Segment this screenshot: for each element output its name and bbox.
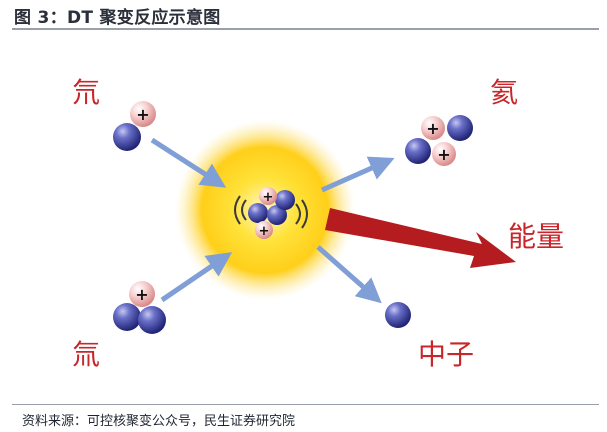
proton-sign: + bbox=[263, 190, 274, 205]
label-helium: 氦 bbox=[490, 76, 518, 109]
bottom-rule bbox=[12, 404, 599, 405]
proton-sign: + bbox=[135, 285, 148, 304]
arrow-tritium-in bbox=[160, 252, 233, 303]
label-neutron: 中子 bbox=[418, 338, 474, 371]
neutron bbox=[138, 306, 166, 334]
neutron bbox=[113, 303, 141, 331]
proton bbox=[129, 281, 155, 307]
arrow-helium-out bbox=[320, 156, 395, 193]
arrow-deuterium-in bbox=[150, 137, 227, 188]
figure-title: 图 3：DT 聚变反应示意图 bbox=[14, 8, 221, 28]
proton bbox=[130, 101, 156, 127]
proton bbox=[432, 142, 456, 166]
proton bbox=[255, 221, 273, 239]
proton-sign: + bbox=[259, 224, 270, 239]
fusing-nucleus: + + bbox=[234, 187, 308, 239]
label-tritium: 氚 bbox=[72, 338, 100, 371]
proton-sign: + bbox=[136, 105, 149, 124]
energy-arrow bbox=[325, 208, 516, 268]
neutron bbox=[447, 115, 473, 141]
neutron bbox=[248, 203, 268, 223]
neutron bbox=[113, 123, 141, 151]
proton bbox=[259, 187, 277, 205]
neutron bbox=[267, 205, 287, 225]
vibration-lines bbox=[234, 195, 308, 229]
source-note: 资料来源：可控核聚变公众号，民生证券研究院 bbox=[22, 414, 296, 429]
helium-nucleus: + + bbox=[405, 115, 473, 166]
proton-sign: + bbox=[437, 145, 450, 164]
proton bbox=[421, 116, 445, 140]
neutron bbox=[405, 138, 431, 164]
top-rule bbox=[12, 28, 599, 30]
tritium-nucleus: + bbox=[113, 281, 166, 334]
free-neutron bbox=[385, 302, 411, 328]
label-energy: 能量 bbox=[508, 220, 564, 253]
neutron bbox=[275, 190, 295, 210]
proton-sign: + bbox=[426, 119, 439, 138]
arrow-neutron-out bbox=[316, 245, 382, 304]
deuterium-nucleus: + bbox=[113, 101, 156, 151]
label-deuterium: 氘 bbox=[72, 76, 100, 109]
